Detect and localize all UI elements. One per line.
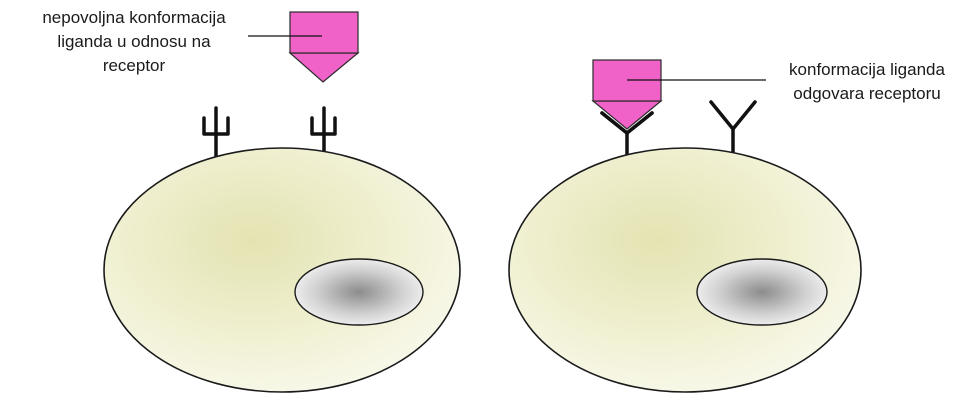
label-right-line1: konformacija liganda bbox=[760, 58, 971, 82]
label-unfavorable-conformation: nepovoljna konformacija liganda u odnosu… bbox=[4, 6, 264, 78]
label-fitting-conformation: konformacija liganda odgovara receptoru bbox=[760, 58, 971, 106]
ligand-unfavorable bbox=[290, 12, 358, 82]
label-left-line3: receptor bbox=[4, 54, 264, 78]
ligand-fitting bbox=[593, 60, 661, 129]
label-right-line2: odgovara receptoru bbox=[760, 82, 971, 106]
right-panel bbox=[509, 60, 861, 392]
nucleus-left bbox=[295, 259, 423, 325]
nucleus-right bbox=[697, 259, 827, 325]
label-left-line1: nepovoljna konformacija bbox=[4, 6, 264, 30]
label-left-line2: liganda u odnosu na bbox=[4, 30, 264, 54]
